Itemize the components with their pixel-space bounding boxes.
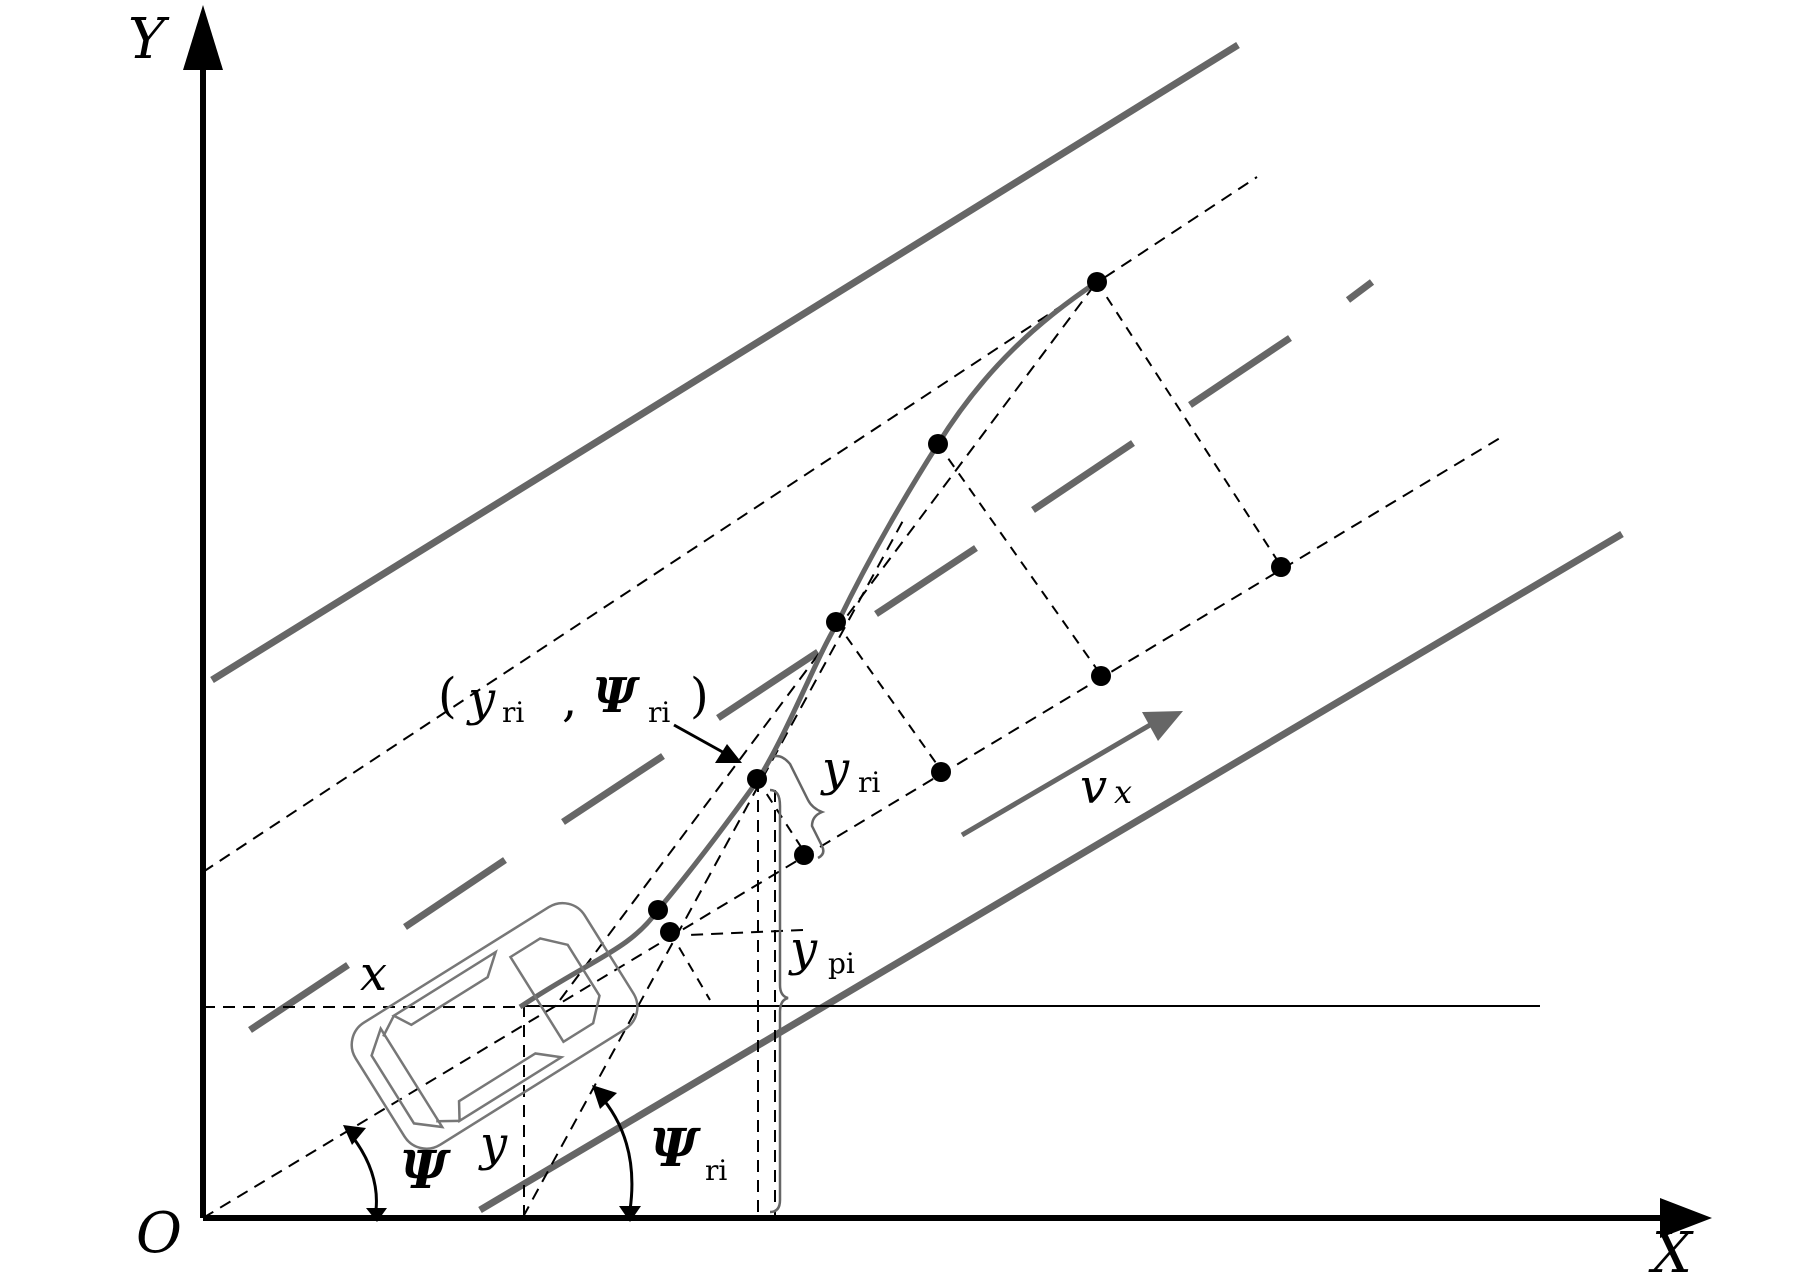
velocity-arrow-shaft (960, 722, 1152, 838)
dashed-lines (202, 176, 1501, 1219)
upper-reference-line (202, 176, 1258, 873)
psi-ri-angle-arc (596, 1092, 634, 1211)
heading-point (1091, 666, 1111, 686)
path-point (928, 434, 948, 454)
path-points (648, 272, 1291, 942)
ref-point (747, 769, 767, 789)
vehicle-body (350, 901, 639, 1150)
svg-text:ri: ri (502, 696, 524, 729)
svg-text:v: v (1080, 759, 1107, 815)
y-offset-label: y (478, 1116, 508, 1172)
svg-text:ri: ri (858, 766, 880, 799)
psi-label: Ψ (400, 1140, 451, 1201)
svg-text:x: x (1114, 773, 1132, 811)
psi-ri-label: Ψ ri (650, 1118, 727, 1187)
path-point (648, 900, 668, 920)
x-axis-arrowhead (1660, 1198, 1712, 1238)
brace-y-ri (769, 754, 826, 860)
y-ri-label: y ri (820, 741, 880, 799)
heading-point (931, 762, 951, 782)
ref-point-label: ( y ri , Ψ ri ) (438, 668, 709, 729)
svg-text:ri: ri (705, 1154, 727, 1187)
x-offset-label: x (360, 946, 387, 1002)
svg-text:): ) (690, 668, 709, 724)
svg-text:(: ( (438, 668, 457, 724)
svg-text:ri: ri (648, 696, 670, 729)
path-point (826, 612, 846, 632)
ref-point-pointer (673, 723, 729, 757)
heading-point (1271, 557, 1291, 577)
psi-arc-arrow-top (343, 1125, 366, 1145)
x-axis-label: X (1648, 1221, 1694, 1276)
velocity-label: v x (1080, 759, 1132, 815)
lane-center-dashes (248, 279, 1375, 1033)
axes (183, 5, 1712, 1238)
reference-path (518, 279, 1099, 1010)
svg-text:,: , (562, 672, 577, 728)
brace-y-pi (769, 788, 789, 1214)
origin-label: O (136, 1201, 182, 1266)
path-point (1087, 272, 1107, 292)
vehicle (350, 901, 639, 1150)
road-upper-boundary (210, 42, 1240, 683)
svg-text:y: y (466, 671, 496, 727)
road-lower-boundary (478, 530, 1624, 1214)
svg-text:Ψ: Ψ (650, 1118, 701, 1179)
tangent-line (522, 516, 906, 1218)
heading-point (794, 845, 814, 865)
y-axis-label: Y (128, 7, 170, 72)
psi-arc-arrow-bottom (366, 1208, 387, 1222)
svg-text:y: y (788, 921, 818, 977)
svg-text:y: y (820, 741, 850, 797)
velocity-arrowhead (1142, 711, 1183, 741)
ref-point-pointer-head (715, 744, 742, 763)
svg-text:pi: pi (828, 947, 855, 980)
heading-point (660, 922, 680, 942)
svg-text:Ψ: Ψ (593, 668, 640, 724)
y-pi-label: y pi (788, 921, 855, 980)
vertical-dashed-lines (523, 780, 776, 1218)
proj-line-1 (687, 929, 804, 936)
vehicle-heading-line (202, 437, 1501, 1219)
psi-ri-arc-arrow-bottom (619, 1206, 641, 1222)
psi-ri-arc-arrow-top (592, 1085, 617, 1109)
y-axis-arrowhead (183, 5, 223, 70)
